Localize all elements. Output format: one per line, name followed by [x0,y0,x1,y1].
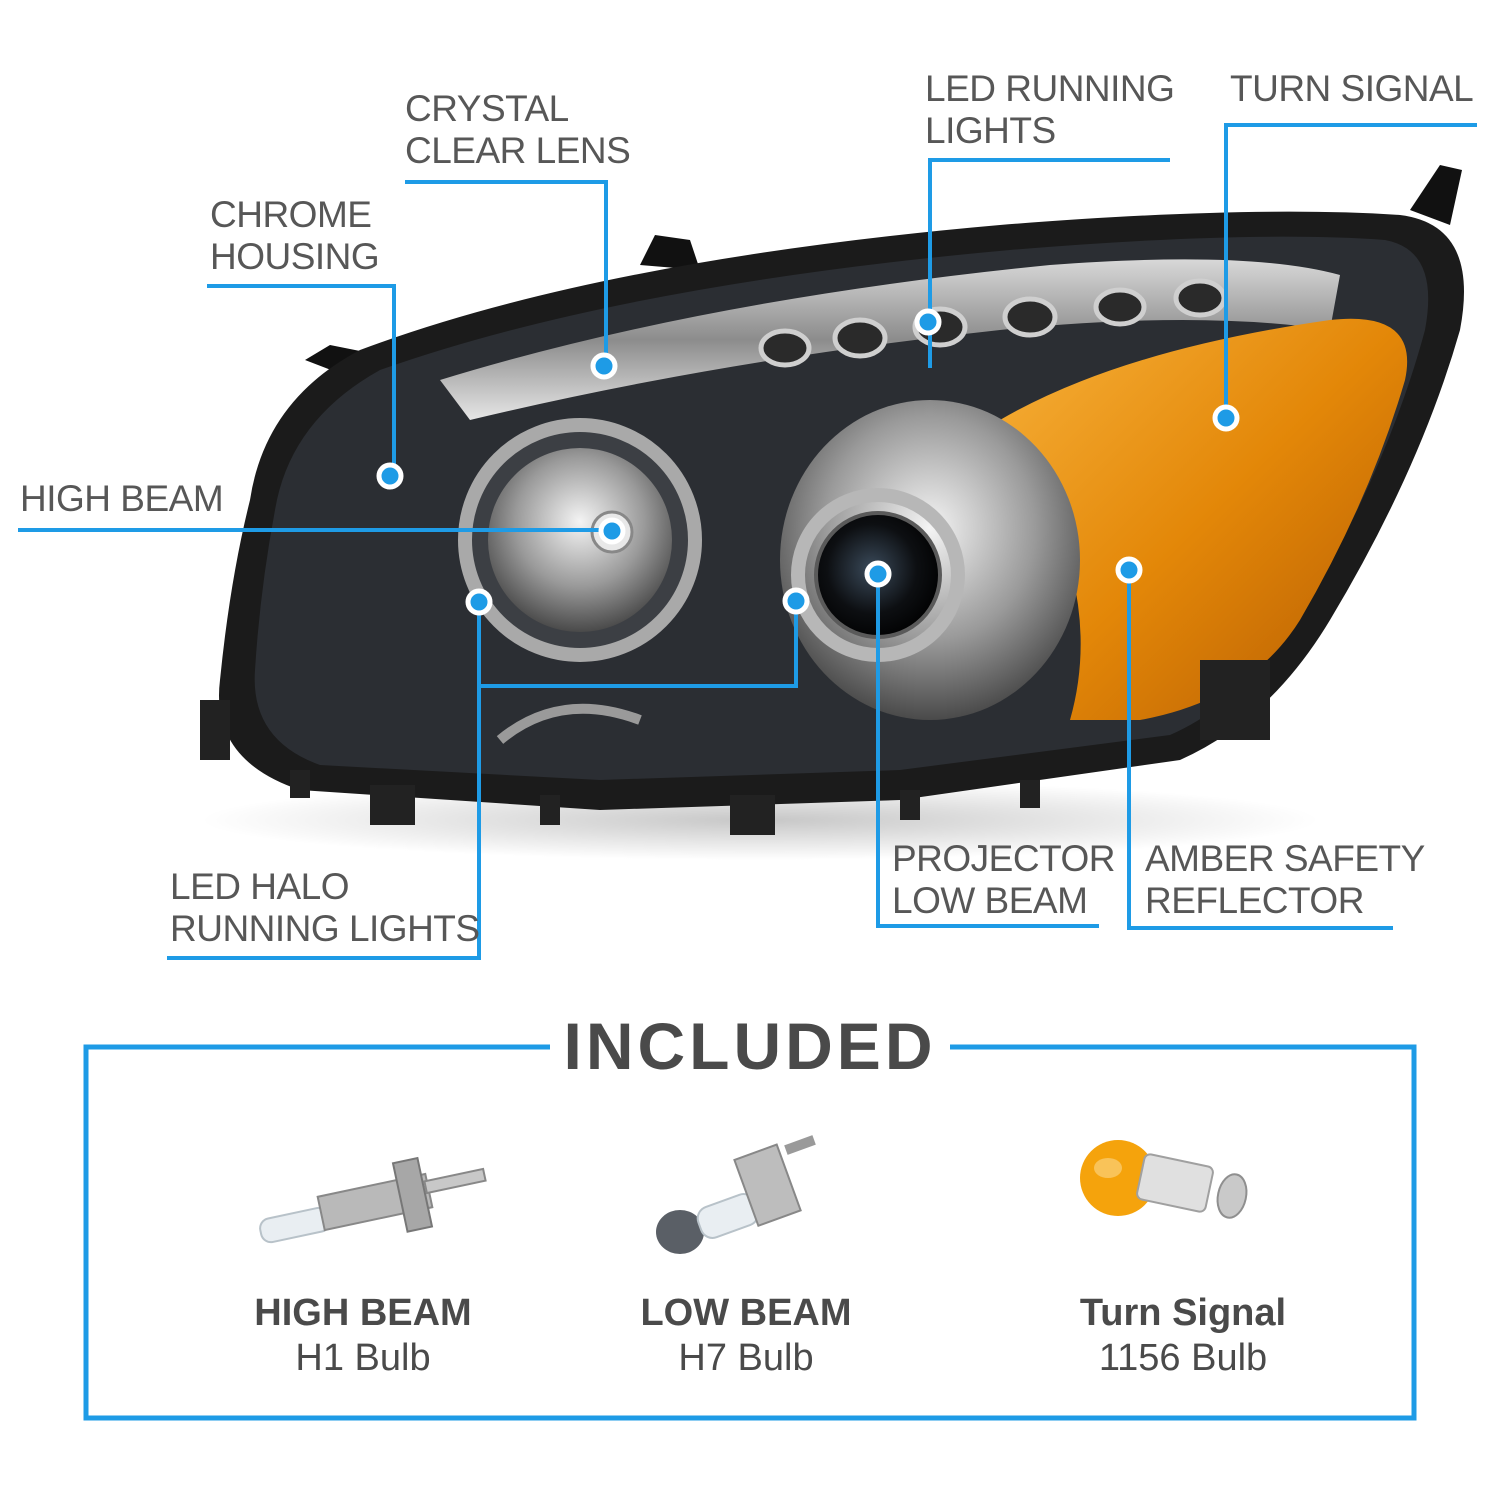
h1-bulb-icon [259,1156,487,1244]
callout-line-1: LED RUNNING [925,68,1175,109]
callout-line-2: LIGHTS [925,110,1056,151]
mount-tab-right [1410,165,1462,225]
headlight-illustration [18,123,1477,960]
included-bulb-low-beam: LOW BEAM H7 Bulb [581,1290,911,1380]
bulb-type: H1 Bulb [295,1337,431,1379]
callout-amber-safety-reflector: AMBER SAFETY REFLECTOR [1145,838,1425,922]
lower-halo-hint [496,703,642,744]
callout-line-1: HIGH BEAM [20,478,224,519]
callout-line-2: REFLECTOR [1145,880,1364,921]
callout-line-1: CRYSTAL [405,88,569,129]
bulb-name: Turn Signal [1079,1292,1287,1334]
callout-high-beam: HIGH BEAM [20,478,224,520]
callout-line-2: CLEAR LENS [405,130,631,171]
included-title: INCLUDED [563,1009,937,1083]
housing-clips [200,660,1270,835]
callout-line-1: CHROME [210,194,372,235]
amber-turn-signal-lens [1000,318,1408,720]
callout-led-running-lights: LED RUNNING LIGHTS [925,68,1175,152]
high-beam-halo-ring [458,418,702,662]
callout-crystal-clear-lens: CRYSTAL CLEAR LENS [405,88,631,172]
callout-led-halo-running-lights: LED HALO RUNNING LIGHTS [170,866,480,950]
bulb-type: 1156 Bulb [1098,1337,1268,1379]
high-beam-bowl [488,448,672,632]
callout-line-1: PROJECTOR [892,838,1116,879]
led-pods [758,278,1227,368]
included-bulb-turn-signal: Turn Signal 1156 Bulb [1018,1290,1348,1380]
callout-line-2: LOW BEAM [892,880,1088,921]
bulb-name: HIGH BEAM [254,1292,472,1334]
included-bulb-high-beam: HIGH BEAM H1 Bulb [198,1290,528,1380]
1156-bulb-icon [1080,1140,1248,1219]
callout-lines [18,123,1477,960]
callout-line-2: HOUSING [210,236,380,277]
callout-line-1: LED HALO [170,866,350,907]
callout-dots [376,308,1240,616]
mount-tab-left [640,235,700,270]
callout-chrome-housing: CHROME HOUSING [210,194,380,278]
bulb-type: H7 Bulb [678,1337,814,1379]
callout-line-1: AMBER SAFETY [1145,838,1425,879]
callout-line-1: TURN SIGNAL [1230,68,1474,109]
callout-turn-signal: TURN SIGNAL [1230,68,1474,110]
bulb-name: LOW BEAM [640,1292,852,1334]
h7-bulb-icon [656,1135,816,1254]
callout-line-2: RUNNING LIGHTS [170,908,480,949]
callout-projector-low-beam: PROJECTOR LOW BEAM [892,838,1116,922]
